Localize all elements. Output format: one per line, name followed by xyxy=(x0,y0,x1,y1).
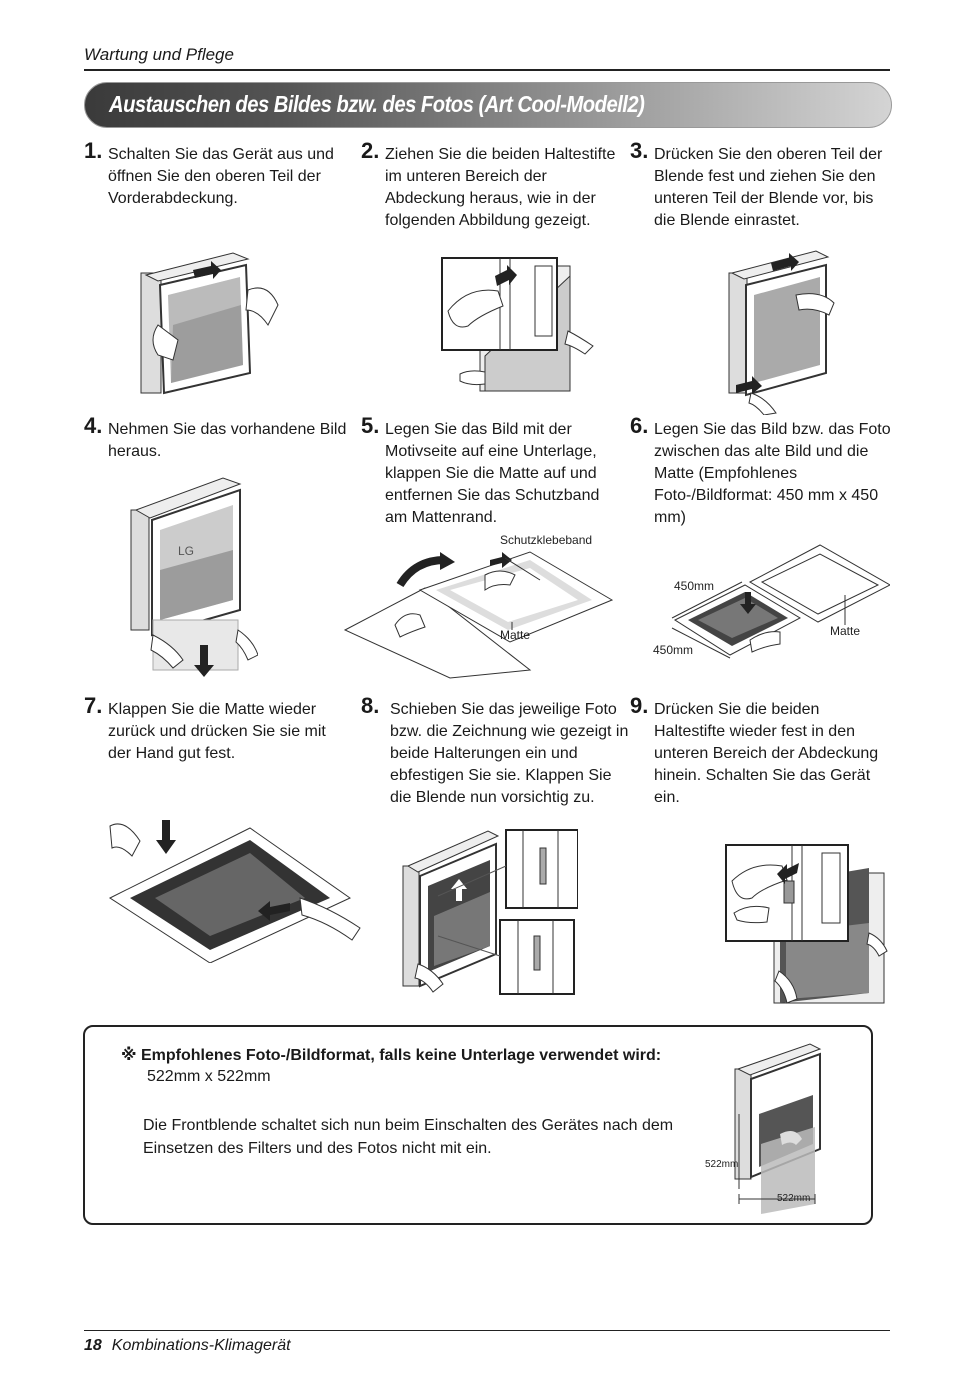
page-title: Austauschen des Bildes bzw. des Fotos (A… xyxy=(109,91,645,117)
figure-step-7 xyxy=(100,818,365,963)
step-text: Ziehen Sie die beiden Haltestifte im unt… xyxy=(385,146,616,229)
page-number: 18 xyxy=(84,1337,102,1354)
step-text: Nehmen Sie das vorhandene Bild heraus. xyxy=(108,421,347,460)
note-body: Die Frontblende schaltet sich nun beim E… xyxy=(143,1117,674,1157)
step-number: 5. xyxy=(361,413,380,438)
header-rule xyxy=(84,69,890,71)
page-footer: 18 Kombinations-Klimagerät xyxy=(84,1337,291,1355)
note-heading: ※ Empfohlenes Foto-/Bildformat, falls ke… xyxy=(121,1047,662,1064)
step-number: 4. xyxy=(84,413,103,438)
dim-bottom-label: 450mm xyxy=(653,643,694,657)
step-text: Legen Sie das Bild bzw. das Foto zwische… xyxy=(654,421,891,526)
dim-left-label: 522mm xyxy=(705,1159,739,1170)
step-number: 6. xyxy=(630,413,649,438)
footer-title: Kombinations-Klimagerät xyxy=(111,1337,291,1354)
figure-step-8 xyxy=(398,826,578,1001)
figure-step-1 xyxy=(138,245,288,405)
note-box: ※ Empfohlenes Foto-/Bildformat, falls ke… xyxy=(83,1025,873,1225)
section-label: Wartung und Pflege xyxy=(84,45,234,64)
dim-top-label: 450mm xyxy=(674,579,715,593)
figure-step-4: LG xyxy=(128,470,258,680)
figure-step-9 xyxy=(724,843,889,1013)
mat-label: Matte xyxy=(830,624,861,638)
tape-label: Schutzklebeband xyxy=(500,533,593,547)
footer-rule xyxy=(84,1330,890,1331)
step-text: Drücken Sie den oberen Teil der Blende f… xyxy=(654,146,883,229)
figure-step-5: Schutzklebeband Matte xyxy=(340,530,615,680)
svg-text:LG: LG xyxy=(178,544,194,558)
figure-step-3 xyxy=(726,245,836,415)
step-number: 1. xyxy=(84,138,103,163)
step-text: Klappen Sie die Matte wieder zurück und … xyxy=(108,701,326,762)
step-number: 7. xyxy=(84,693,103,718)
step-text: Schalten Sie das Gerät aus und öffnen Si… xyxy=(108,146,334,207)
title-banner: Austauschen des Bildes bzw. des Fotos (A… xyxy=(84,82,892,128)
figure-step-2 xyxy=(440,256,600,396)
step-text: Drücken Sie die beiden Haltestifte wiede… xyxy=(654,701,879,806)
figure-note: 522mm 522mm xyxy=(705,1039,835,1219)
step-number: 2. xyxy=(361,138,380,163)
step-text: Legen Sie das Bild mit der Motivseite au… xyxy=(385,421,600,526)
note-size: 522mm x 522mm xyxy=(147,1068,271,1085)
step-number: 9. xyxy=(630,693,649,718)
mat-label: Matte xyxy=(500,628,531,642)
step-number: 8. xyxy=(361,693,380,718)
dim-bottom-label: 522mm xyxy=(777,1193,811,1204)
step-number: 3. xyxy=(630,138,649,163)
step-text: Schieben Sie das jeweilige Foto bzw. die… xyxy=(390,701,629,806)
figure-step-6: 450mm 450mm Matte xyxy=(650,540,890,670)
